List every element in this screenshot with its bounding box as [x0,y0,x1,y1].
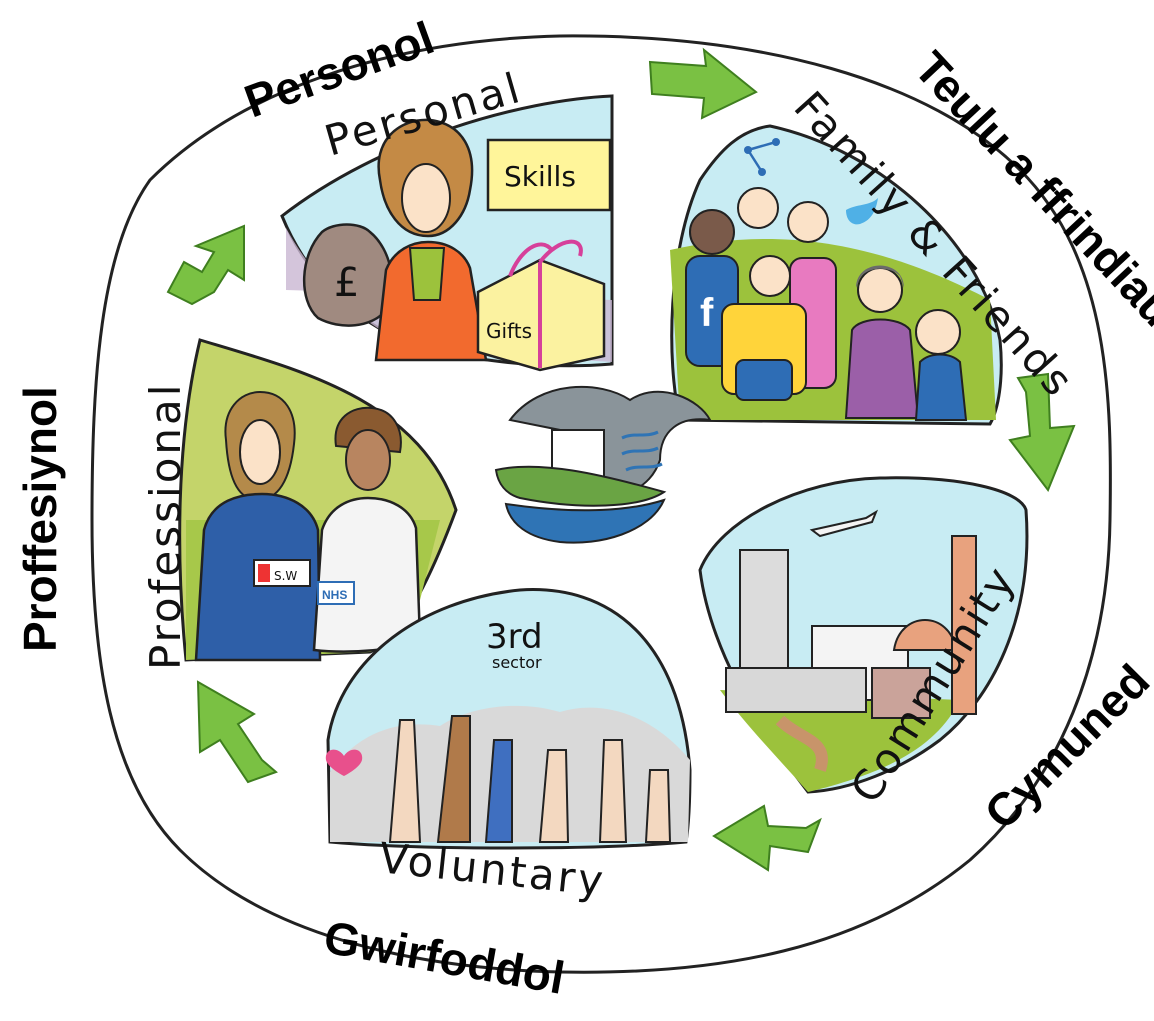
person-1-head [689,209,735,255]
person-5-hair [856,265,904,288]
person-4-head [749,255,791,297]
arrow-family-to-community [1008,372,1076,493]
person-5-head [857,267,903,313]
share-node-a [744,146,752,154]
bird-icon [846,198,878,225]
gifts-text: Gifts [486,319,532,343]
person-2-head [737,187,779,229]
facebook-icon: f [700,291,714,335]
personal-panel: £ Skills Gifts [280,94,614,372]
community-panel [698,476,1029,794]
nhs-badge [317,581,355,605]
arrow-community-to-voluntary [712,804,822,872]
arrows [166,47,1076,872]
community-path [775,715,828,772]
logo-water-lines [621,430,663,472]
center-logo [494,385,712,544]
hand-1 [388,719,422,843]
skills-text: Skills [504,160,576,193]
label-professional-en: Professional [141,382,190,670]
outer-circle [90,34,1112,974]
wheelchair-legs [735,359,793,401]
logo-green-band [494,465,667,507]
person-5-body [844,318,920,419]
pound-sign: £ [334,260,359,306]
hand-4 [538,749,570,843]
arrow-voluntary-to-professional [196,680,278,784]
prof-woman-face [239,419,281,485]
voluntary-panel: 3rd sector [325,588,692,850]
doctor-coat [312,496,422,653]
woman-face [401,163,451,233]
person-6-head [915,309,961,355]
sector-text: sector [492,653,542,672]
hand-6 [644,769,672,843]
heart-icon [325,749,363,776]
sw-badge-text: S.W [274,569,297,583]
hand-5 [598,739,628,843]
label-proffesiynol-cy: Proffesiynol [14,386,66,652]
skills-sign [486,138,612,212]
logo-blue-band [504,498,666,544]
plane-icon [809,509,879,538]
arrow-professional-to-personal [166,224,245,306]
third-text: 3rd [486,617,543,657]
hand-2 [436,715,471,843]
professional-panel: S.W NHS [178,338,458,662]
hand-3 [484,739,513,843]
arrow-personal-to-family [648,47,758,120]
label-gwirfoddol-cy: Gwirfoddol [320,911,568,1004]
person-6-body [914,353,968,421]
gift-ribbon [508,239,583,368]
label-cymuned-cy: Cymuned [974,654,1154,839]
woman-top [408,247,446,301]
share-node-b [772,138,780,146]
share-network-icon [746,140,777,173]
shops-row [725,667,867,713]
house [871,667,931,719]
family-panel: f [670,124,1003,426]
minaret [951,535,977,715]
person-3-head [787,201,829,243]
nhs-badge-text: NHS [322,588,347,602]
sw-badge-red [258,564,270,582]
doctor-face [345,429,391,491]
share-node-c [758,168,766,176]
